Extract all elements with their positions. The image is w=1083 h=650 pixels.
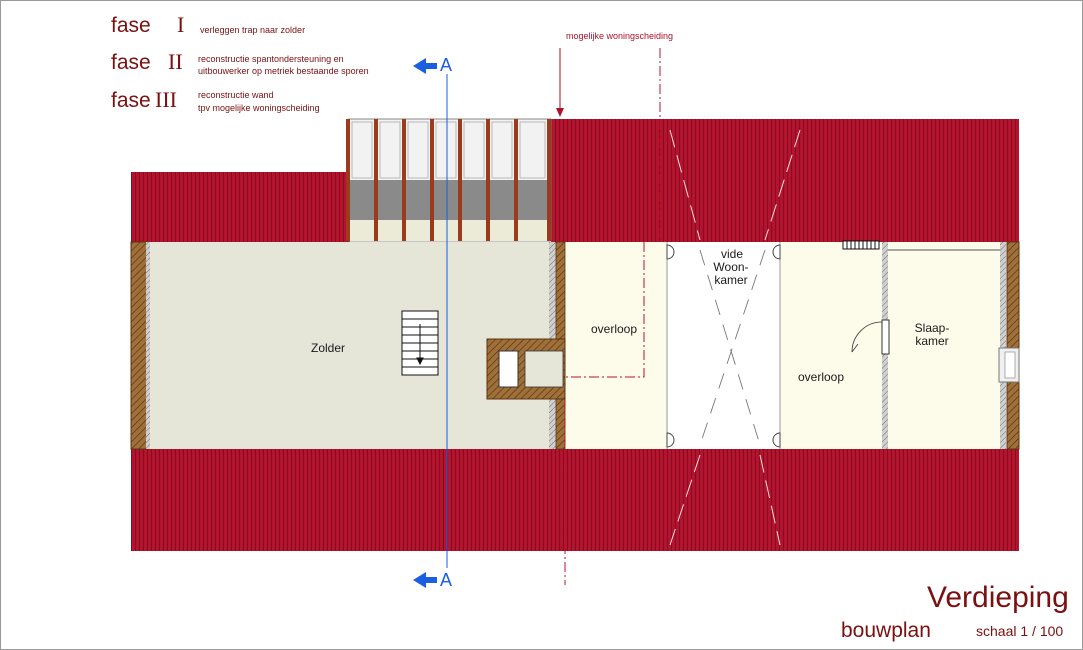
room-label-overloop-left: overloop [591, 322, 638, 336]
chimney [486, 338, 566, 400]
room-label-woonkamer-2: kamer [714, 273, 748, 287]
phase-3-label: fase [111, 89, 151, 112]
roof-bottom [131, 449, 1019, 551]
room-label-overloop-right: overloop [798, 370, 845, 384]
room-label-slaapkamer-1: Slaap- [914, 321, 950, 335]
section-label-top: A [440, 55, 453, 75]
living-area [565, 242, 1005, 449]
section-line [413, 58, 448, 588]
wall-right [1006, 241, 1020, 450]
post-markers [666, 244, 781, 448]
phase-3-numeral: III [155, 87, 177, 112]
drawing-scale: schaal 1 / 100 [976, 623, 1064, 639]
stair-zolder [401, 310, 439, 376]
stair-small [842, 240, 880, 250]
room-label-vide: vide [720, 247, 743, 261]
room-label-woonkamer-1: Woon- [713, 260, 749, 274]
drawing-title: Verdieping [927, 581, 1069, 614]
drawing-subtitle: bouwplan [841, 619, 931, 642]
phase-1-numeral: I [177, 12, 185, 37]
zolder-area [146, 242, 550, 449]
vide-diagonals [669, 129, 801, 241]
vide-area [667, 242, 780, 449]
woningscheiding-line [564, 48, 661, 585]
woningscheiding-annotation: mogelijke woningscheiding [566, 31, 674, 41]
dormer [346, 118, 552, 242]
phase-3-description-1: reconstructie wand [198, 90, 274, 100]
phase-1-label: fase [111, 14, 151, 37]
phase-2-description-1: reconstructie spantondersteuning en [198, 54, 344, 64]
phase-3-description-2: tpv mogelijke woningscheiding [198, 103, 320, 113]
wall-left [130, 241, 148, 450]
phase-1-description: verleggen trap naar zolder [200, 25, 306, 35]
roof-top-right [551, 119, 1019, 242]
phase-2-numeral: II [168, 49, 183, 74]
room-label-zolder: Zolder [311, 341, 346, 355]
dormer-posts [346, 119, 551, 241]
phase-2-description-2: uitbouwerker op metriek bestaande sporen [198, 66, 369, 76]
phase-2-label: fase [111, 51, 151, 74]
section-label-bottom: A [440, 570, 453, 590]
roof-top-left [131, 172, 350, 242]
room-label-slaapkamer-2: kamer [915, 334, 949, 348]
